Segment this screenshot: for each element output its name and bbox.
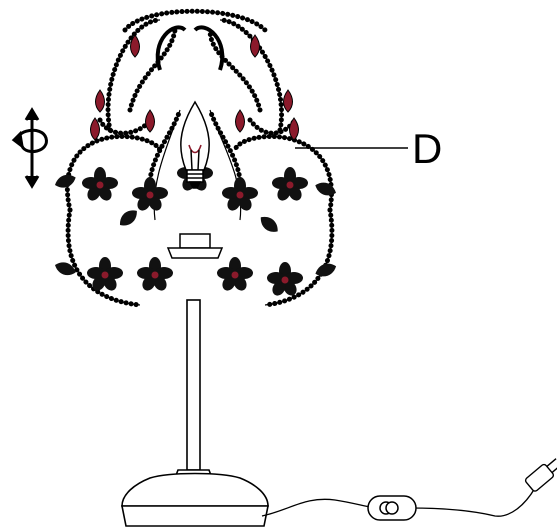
plug-icon (524, 458, 557, 492)
lamp-socket (166, 233, 224, 259)
rotate-arrow-icon (11, 107, 48, 189)
lamp-base (121, 472, 269, 527)
lamp-stem (173, 299, 214, 479)
switch-icon (367, 495, 417, 521)
callout-label-d: D (412, 125, 443, 172)
power-cord (261, 498, 379, 517)
light-bulb-icon (180, 100, 210, 189)
